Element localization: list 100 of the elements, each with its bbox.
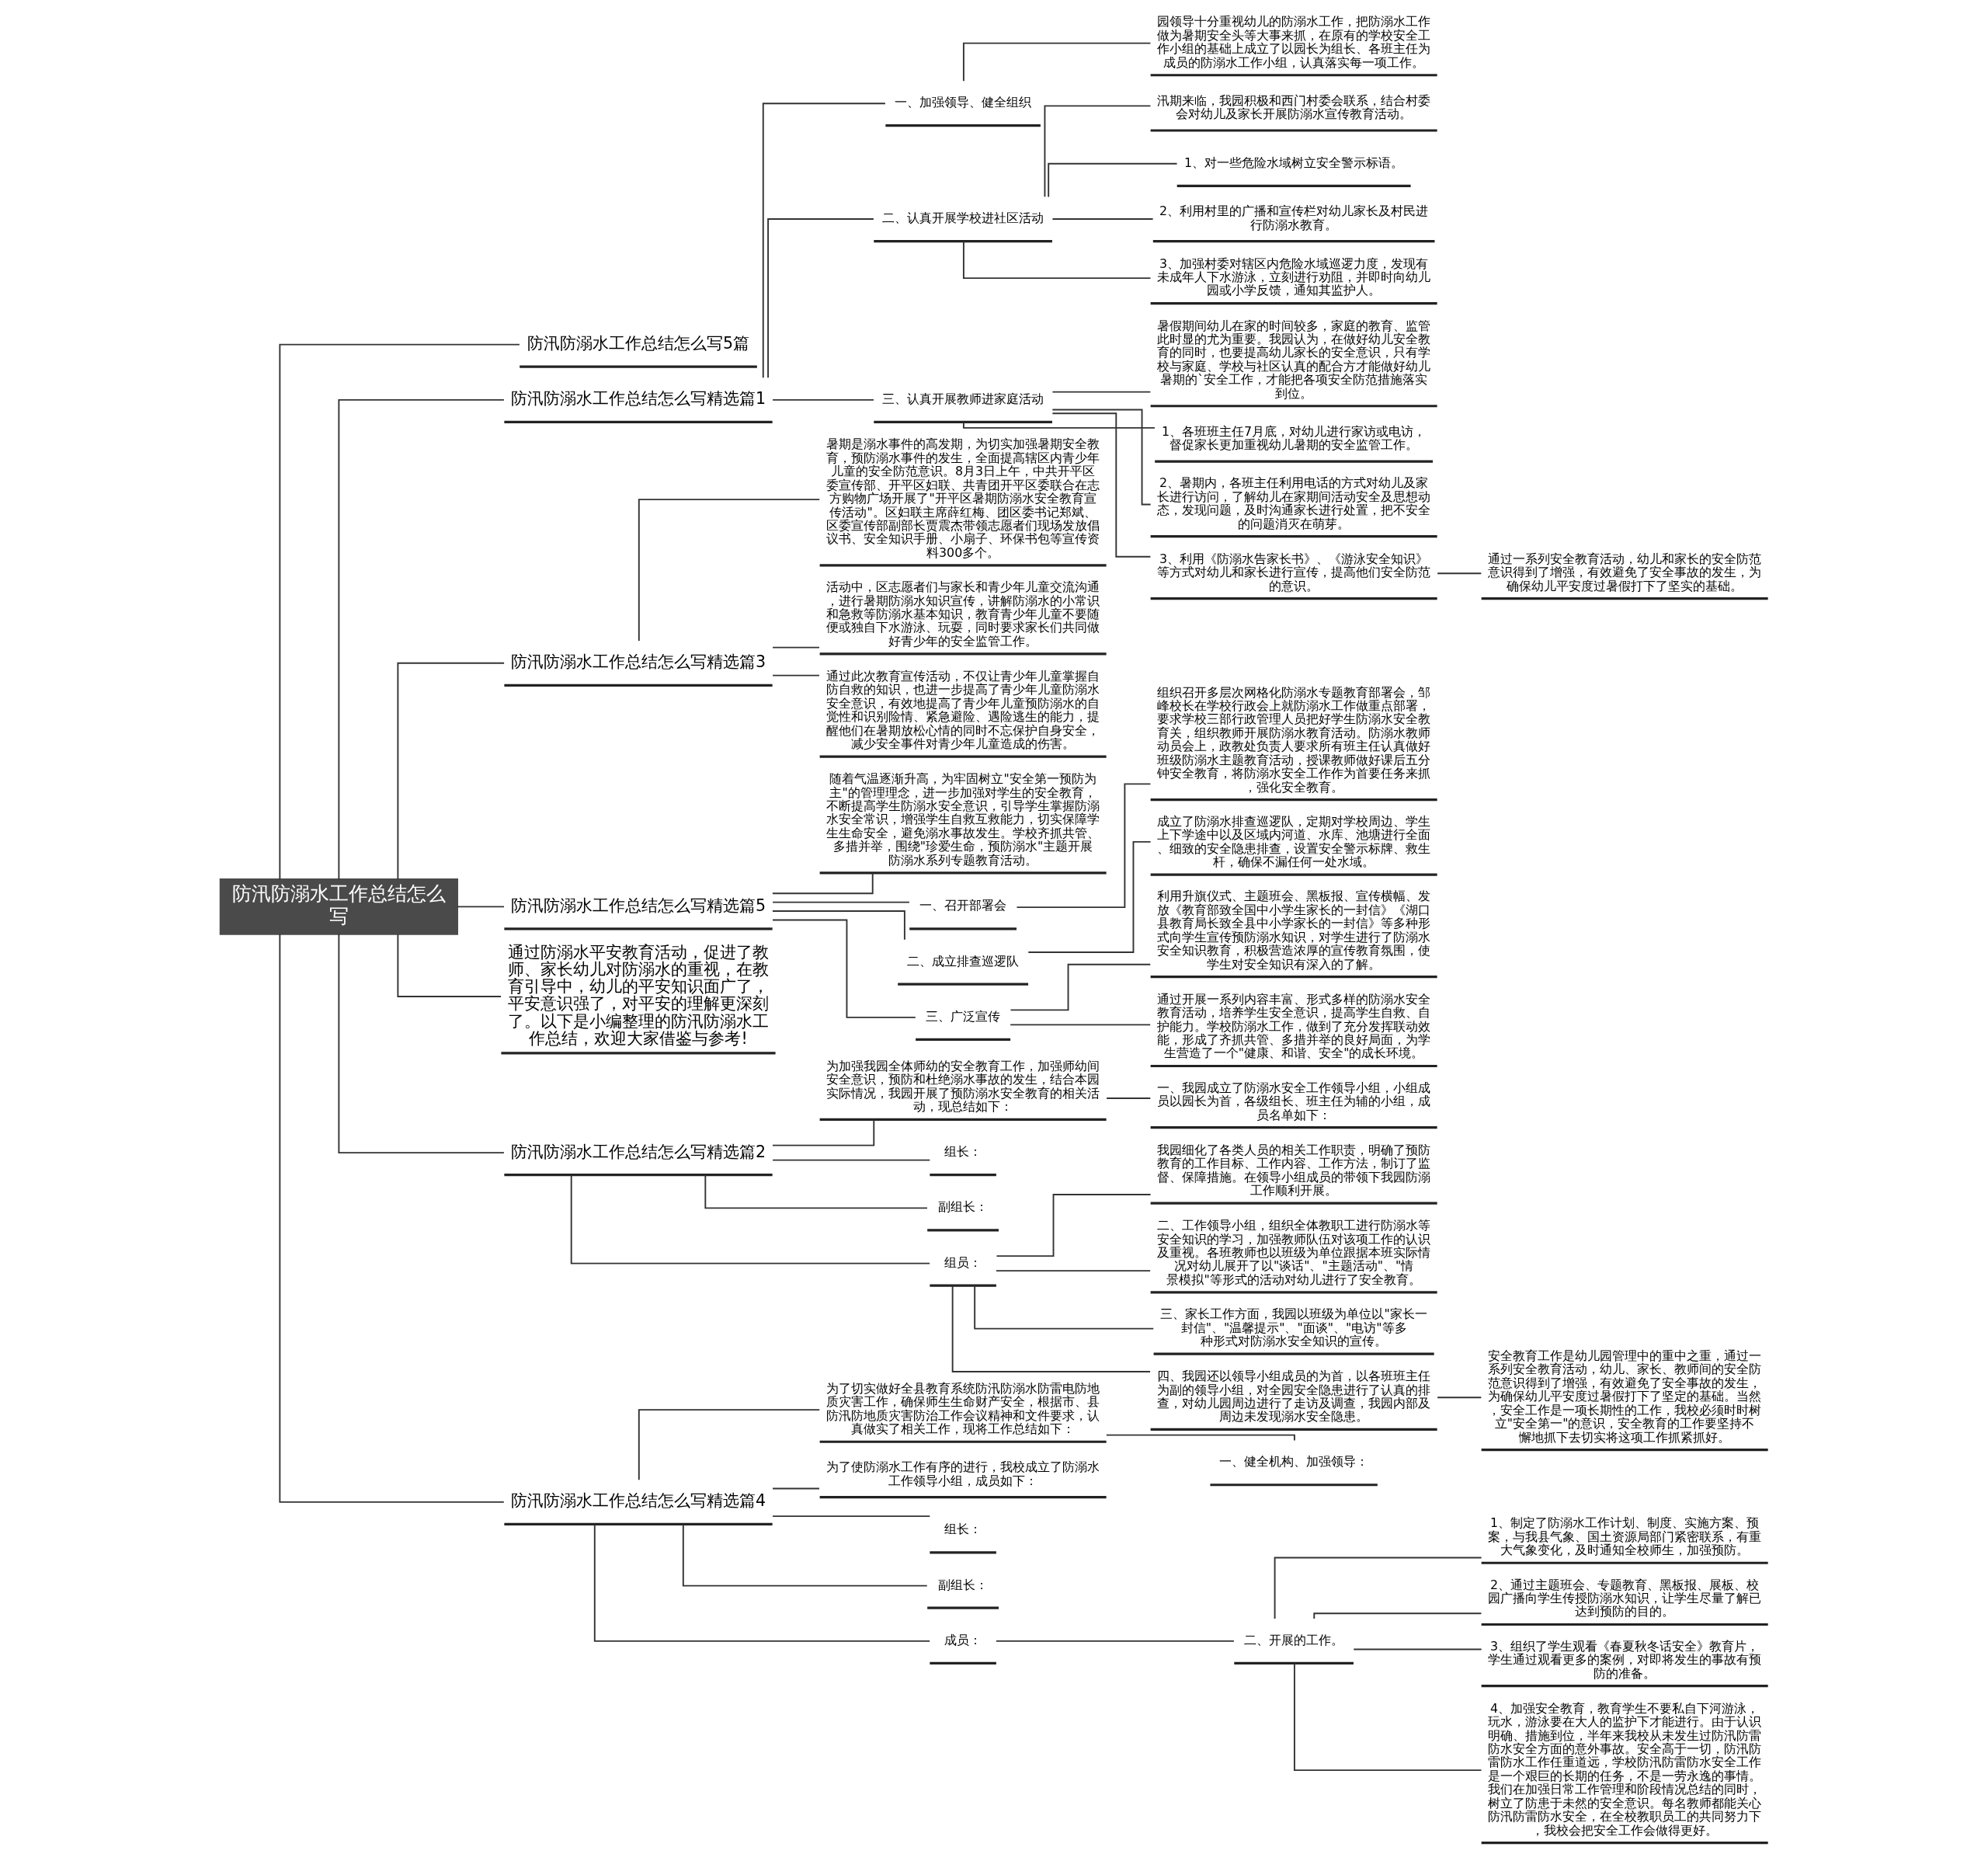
node-text: 防汛防溺水工作总结怎么写5篇 [527, 333, 749, 353]
connector [1105, 1434, 1295, 1442]
node-text: 2、利用村里的广播和宣传栏对幼儿家长及村民进行防溺水教育。 [1159, 203, 1428, 232]
node-text: 通过一系列安全教育活动，幼儿和家长的安全防范意识得到了增强，有效避免了安全事故的发生，为确保幼儿平安度过暑假打下了坚实的基础。 [1487, 551, 1761, 593]
connector [996, 1194, 1151, 1257]
connector [1009, 1024, 1151, 1026]
connector [771, 1487, 820, 1490]
node-text: 汛期来临，我园积极和西门村委会联系，结合村委会对幼儿及家长开展防溺水宣传教育活动。 [1156, 92, 1430, 122]
node-text: 我园细化了各类人员的相关工作职责，明确了预防教育的工作目标、工作内容、工作方法，制订了监督、保障措施。在领导小组成员的带领下我园防溺工作顺利开展。 [1156, 1142, 1430, 1198]
connector [638, 499, 820, 642]
connector [995, 1640, 1235, 1642]
node-text: 二、开展的工作。 [1243, 1632, 1343, 1647]
node-text: 二、成立排查巡逻队 [906, 953, 1019, 969]
connector [771, 872, 874, 895]
connector [396, 662, 505, 880]
connector [682, 1523, 928, 1587]
node-text: 防汛防溺水工作总结怎么写精选篇2 [510, 1142, 766, 1161]
connector [973, 1285, 1154, 1330]
node-text: 4、加强安全教育，教育学生不要私自下河游泳，玩水，游泳要在大人的监护下才能进行。由于认识明确、措施到位，半年来我校从未发生过防汛防雷防水安全方面的意外事故。安全高于一切，防汛防雷防水工作任重道远，学校防汛防雷防水安全工作是一个艰巨的长期的任务，不是一劳永逸的事情。我们在加强日常工作管理和阶段情况总结的同时，树立了防患于未然的安全意识。每名教师都能关心防汛防雷防水安全，在全校教职员工的共同努力下，我校会把安全工作会做得更好。 [1487, 1700, 1761, 1838]
node-text: 一、加强领导、健全组织 [894, 95, 1031, 110]
connector [1293, 1662, 1482, 1772]
connector [771, 1118, 874, 1146]
node-text: 3、组织了学生观看《春夏秋冬话安全》教育片，学生通过观看更多的案例，对即将发生的事故有预防的准备。 [1487, 1638, 1761, 1681]
node-text: 防汛防溺水工作总结怎么写精选篇5 [510, 896, 766, 915]
connector [771, 398, 874, 401]
connector [1044, 105, 1151, 198]
node-text: 组织召开多层次网格化防溺水专题教育部署会，邹峰校长在学校行政会上就防溺水工作做重点部署，要求学校三部行政管理人员把好学生防溺水安全教育关，组织教师开展防溺水教育活动。防溺水教师动员会上，政教处负责人要求所有班主任认真做好班级防溺水主题教育活动，授课教师做好课后五分钟安全教育，将防溺水安全工作作为首要任务来抓，强化安全教育。 [1156, 684, 1430, 795]
node-text: 二、工作领导小组，组织全体教职工进行防溺水等安全知识的学习，加强教师队伍对该项工作的认识及重视。各班教师也以班级为单位跟据本班实际情况对幼儿展开了以"谈话"、"主题活动"、"情景模拟"等形式的活动对幼儿进行了安全教育。 [1156, 1218, 1430, 1287]
connector [1010, 963, 1151, 1011]
node-text: 为加强我园全体师幼的安全教育工作，加强师幼间安全意识，预防和杜绝溺水事故的发生，结合本园实际情况，我园开展了预防溺水安全教育的相关活动，现总结如下： [825, 1059, 1100, 1115]
connector [771, 1159, 930, 1161]
node-text: 3、利用《防溺水告家长书》、《游泳安全知识》等方式对幼儿和家长进行宣传，提高他们安全防范的意识。 [1156, 551, 1430, 593]
node-text: 2、暑期内，各班主任利用电话的方式对幼儿及家长进行访问，了解幼儿在家期间活动安全及思想动态，发现问题，及时沟通家长进行处置，把不安全的问题消灭在萌芽。 [1156, 475, 1430, 531]
connector [951, 1285, 1151, 1372]
connector [1352, 1648, 1482, 1651]
node-text: 1、各班班主任7月底，对幼儿进行家访或电访，督促家长更加重视幼儿暑期的安全监管工作。 [1161, 423, 1426, 453]
node-text: 组员： [944, 1254, 982, 1270]
connector [396, 933, 502, 997]
node-text: 利用升旗仪式、主题班会、黑板报、宣传横幅、发放《教育部致全国中小学生家长的一封信》《湖口县教育局长致全县中小学家长的一封信》等多种形式向学生宣传预防溺水知识，对学生进行了防溺水安全知识教育，积极营造浓厚的宣传教育氛围，使学生对安全知识有深入的了解。 [1156, 889, 1430, 972]
node-text: 成立了防溺水排查巡逻队，定期对学校周边、学生上下学途中以及区域内河道、水库、池塘进行全面、细致的安全隐患排查，设置安全警示标牌、救生杆，确保不漏任何一处水域。 [1156, 813, 1430, 870]
node-text: 防汛防溺水工作总结怎么写精选篇3 [510, 652, 766, 672]
node-text: 一、我园成立了防溺水安全工作领导小组，小组成员以园长为首，各级组长、班主任为辅的小组，成员名单如下： [1156, 1080, 1430, 1122]
node-text: 组长： [944, 1522, 982, 1537]
node-text: 通过开展一系列内容丰富、形式多样的防溺水安全教育活动，培养学生安全意识，提高学生自救、自护能力。学校防溺水工作，做到了充分发挥联动效能，形成了齐抓共管、多措并举的良好局面，为学生营造了一个"健康、和谐、安全"的成长环境。 [1156, 991, 1430, 1061]
node-text: 2、通过主题班会、专题教育、黑板报、展板、校园广播向学生传授防溺水知识，让学生尽量了解已达到预防的目的。 [1487, 1577, 1761, 1619]
connector [1436, 1397, 1482, 1399]
connector [1051, 412, 1151, 558]
connector [962, 240, 1151, 280]
node-text: 三、家长工作方面，我园以班级为单位以"家长一封信"、"温馨提示"、"面谈"、"电访"等多种形式对防溺水安全知识的宣传。 [1160, 1306, 1427, 1348]
connector [962, 42, 1151, 82]
node-text: 安全教育工作是幼儿园管理中的重中之重，通过一系列安全教育活动，幼儿、家长、教师间的安全防范意识得到了增强，有效避免了安全事故的发生，为确保幼儿平安度过暑假打下了坚定的基础。当然，安全工作是一项长期性的工作，我校必须时时树立"安全第一"的意识，安全教育的工作要坚持不懈地抓下去切实将这项工作抓紧抓好。 [1487, 1348, 1761, 1445]
node-text: 随着气温逐渐升高，为牢固树立"安全第一预防为主"的管理理念，进一步加强对学生的安全教育，不断提高学生防溺水安全意识，引导学生掌握防溺水安全常识，增强学生自救互救能力，切实保障学生生命安全，避免溺水事故发生。学校齐抓共管、多措并举，围绕"珍爱生命，预防溺水"主题开展防溺水系列专题教育活动。 [825, 771, 1100, 868]
connector [1051, 409, 1152, 506]
node-text: 暑期是溺水事件的高发期，为切实加强暑期安全教育，预防溺水事件的发生，全面提高辖区内青少年儿童的安全防范意识。8月3日上午，中共开平区委宣传部、开平区妇联、共青团开平区委联合在志方购物广场开展了"开平区暑期防溺水安全教育宣传活动"。区妇联主席薛红梅、团区委书记郑斌、区委宣传部副部长贾震杰带领志愿者们现场发放倡议书、安全知识手册、小扇子、环保书包等宣传资料300多个。 [825, 437, 1100, 560]
connector [771, 919, 916, 1018]
node-text: 防汛防溺水工作总结怎么写精选篇1 [510, 389, 766, 409]
node-text: 三、认真开展教师进家庭活动 [881, 391, 1044, 406]
connector [771, 910, 905, 941]
node-text: 活动中，区志愿者们与家长和青少年儿童交流沟通，进行暑期防溺水知识宣传，讲解防溺水的小常识和急救等防溺水基本知识，教育青少年儿童不要随便或独自下水游泳、玩耍，同时要求家长们共同做好青少年的安全监管工作。 [825, 579, 1100, 649]
connector [337, 398, 505, 881]
node-text: 1、对一些危险水域树立安全警示标语。 [1183, 155, 1403, 170]
connector [278, 343, 520, 881]
connector [456, 906, 505, 908]
node-text: 1、制定了防溺水工作计划、制度、实施方案、预案，与我县气象、国土资源局部门紧密联系，有重大气象变化，及时通知全校师生，加强预防。 [1487, 1515, 1761, 1558]
connector [638, 1409, 820, 1481]
node-text: 一、召开部署会 [919, 898, 1006, 913]
node-text: 一、健全机构、加强领导： [1218, 1454, 1368, 1470]
connector [766, 218, 874, 379]
connector [762, 103, 886, 379]
connector [570, 1174, 930, 1264]
connector [593, 1523, 930, 1642]
connector [962, 422, 1156, 429]
connector [995, 1270, 1151, 1272]
node-text: 园领导十分重视幼儿的防溺水工作，把防溺水工作做为暑期安全头等大事来抓，在原有的学校安全工作小组的基础上成立了以园长为组长、各班主任为成员的防溺水工作小组，认真落实每一项工作。 [1156, 14, 1430, 70]
node-text: 副组长： [937, 1577, 988, 1592]
node-box: 防汛防溺水工作总结怎么写 [219, 878, 458, 935]
connector [1051, 218, 1154, 220]
node-text: 成员： [944, 1632, 982, 1647]
connector [1274, 1557, 1482, 1620]
node-text: 暑假期间幼儿在家的时间较多，家庭的教育、监管此时显的尤为重要。我园认为，在做好幼儿安全教育的同时，也要提高幼儿家长的安全意识，只有学校与家庭、学校与社区认真的配合方才能做好幼儿暑期的`安全工作，才能把各项安全防范措施落实到位。 [1156, 318, 1430, 401]
node-text: 二、认真开展学校进社区活动 [881, 210, 1044, 226]
connector [771, 646, 820, 649]
connector [1027, 840, 1152, 953]
node-text: 副组长： [937, 1199, 988, 1215]
node-text: 三、广泛宣传 [925, 1008, 1000, 1024]
connector [278, 933, 505, 1503]
connector [1051, 391, 1151, 393]
connector [771, 674, 820, 677]
node-text: 通过防溺水平安教育活动，促进了教师、家长幼儿对防溺水的重视，在教育引导中，幼儿的平安知识面广了，平安意识强了，对平安的理解更深刻了。以下是小编整理的防汛防溺水工作总结，欢迎大家借鉴与参考! [507, 942, 769, 1048]
node-text: 防汛防溺水工作总结怎么写精选篇4 [510, 1491, 766, 1511]
connector [771, 901, 910, 903]
connector [337, 933, 505, 1154]
connector [704, 1174, 928, 1209]
connector [1105, 1097, 1151, 1099]
node-text: 3、加强村委对辖区内危险水域巡逻力度，发现有未成年人下水游泳，立刻进行劝阻，并即时向幼儿园或小学反馈，通知其监护人。 [1156, 256, 1430, 298]
connector [1436, 572, 1482, 575]
node-text: 通过此次教育宣传活动，不仅让青少年儿童掌握自防自救的知识，也进一步提高了青少年儿童防溺水安全意识，有效地提高了青少年儿童预防溺水的自觉性和识别险情、紧急避险、遇险逃生的能力，提醒他们在暑期放松心情的同时不忘保护自身安全，减少安全事件对青少年儿童造成的伤害。 [825, 668, 1100, 752]
connector [771, 1515, 930, 1518]
connector [1047, 162, 1177, 198]
node-text: 为了使防溺水工作有序的进行，我校成立了防溺水工作领导小组，成员如下： [825, 1459, 1100, 1488]
